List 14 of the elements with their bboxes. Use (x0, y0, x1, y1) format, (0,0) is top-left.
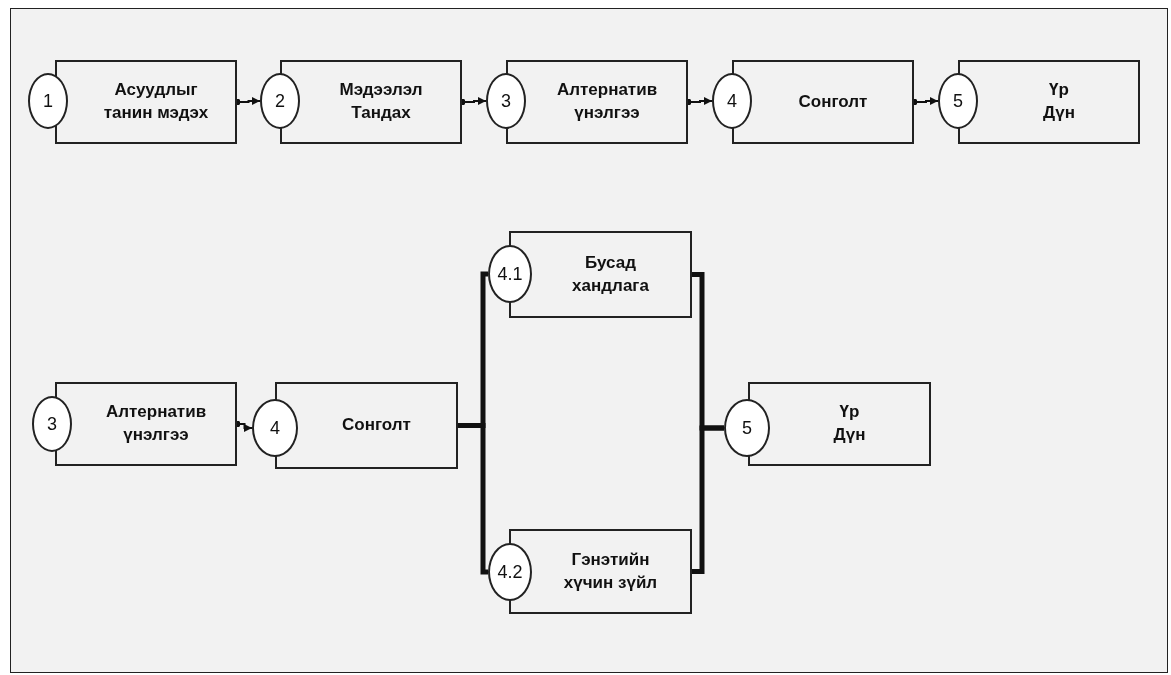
step-label: Алтернатив үнэлгээ (104, 401, 208, 446)
process-box (55, 60, 237, 144)
step-label: Сонголт (341, 414, 412, 437)
step-label: Үр Дүн (832, 401, 867, 446)
step-label: Гэнэтийн хүчин зүйл (562, 548, 659, 594)
connector-line (458, 423, 488, 575)
connector-line (692, 425, 724, 574)
step-label: Үр Дүн (1042, 79, 1076, 124)
step-label: Бусад хандлага (571, 251, 650, 297)
step-label: Алтернатив үнэлгээ (555, 79, 659, 124)
process-box (55, 382, 237, 466)
step-label: Асуудлыг танин мэдэх (102, 79, 210, 124)
step-label: Сонголт (797, 90, 869, 113)
step-label: Мэдээлэл Тандах (338, 79, 424, 124)
